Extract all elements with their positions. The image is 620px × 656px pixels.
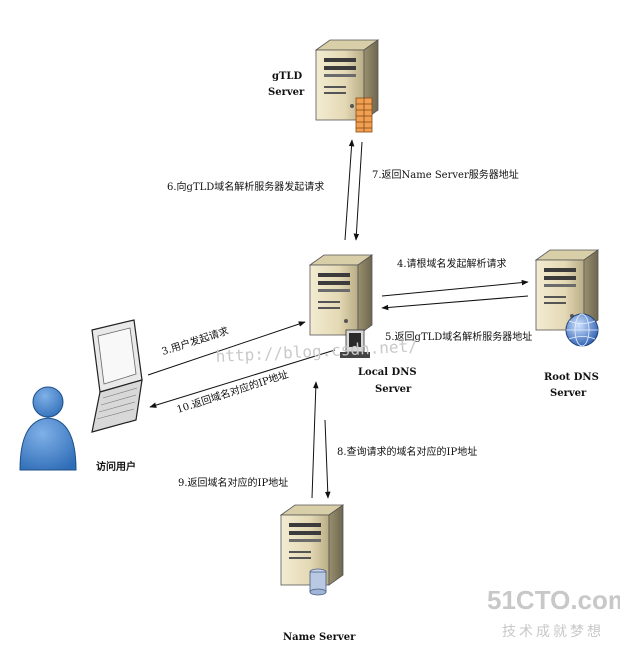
edge-label-4: 4.请根域名发起解析请求	[397, 257, 507, 270]
root-dns-server-label-line1: Root DNS	[544, 372, 599, 383]
edge-label-5: 5.返回gTLD域名解析服务器地址	[385, 330, 532, 343]
laptop-icon	[91, 319, 143, 433]
edge-label-10: 10.返回域名对应的IP地址	[175, 367, 290, 415]
arrow-10	[149, 349, 336, 408]
arrow-3	[147, 321, 306, 376]
gtld-server-icon	[315, 39, 379, 133]
edge-label-8: 8.查询请求的域名对应的IP地址	[337, 445, 477, 458]
local-dns-server-label-line2: Server	[375, 384, 412, 395]
name-server-icon	[280, 504, 344, 596]
brand-logo: 51CTO.com 技术成就梦想	[487, 585, 620, 639]
arrow-8	[324, 419, 331, 499]
name-server-label: Name Server	[283, 632, 356, 643]
user-label: 访问用户	[96, 460, 136, 473]
arrow-6	[344, 139, 355, 241]
edge-label-9: 9.返回域名对应的IP地址	[178, 476, 288, 489]
edge-label-6: 6.向gTLD域名解析服务器发起请求	[167, 180, 324, 193]
arrow-4	[381, 279, 529, 297]
root-dns-server-icon	[535, 249, 599, 347]
gtld-server-label-line1: gTLD	[272, 71, 302, 82]
arrow-7	[353, 141, 363, 241]
user-icon	[19, 386, 77, 471]
gtld-server-label-line2: Server	[268, 87, 305, 98]
watermark-url: http://blog.csdn.net/	[215, 336, 418, 366]
arrow-5	[381, 295, 529, 311]
local-dns-server-icon	[309, 254, 373, 358]
brand-slogan: 技术成就梦想	[502, 623, 604, 639]
root-dns-server-label-line2: Server	[550, 388, 587, 399]
edge-label-7: 7.返回Name Server服务器地址	[372, 168, 519, 181]
arrow-9	[311, 381, 319, 499]
brand-logo-text: 51CTO.com	[487, 585, 620, 615]
local-dns-server-label-line1: Local DNS	[358, 367, 417, 378]
